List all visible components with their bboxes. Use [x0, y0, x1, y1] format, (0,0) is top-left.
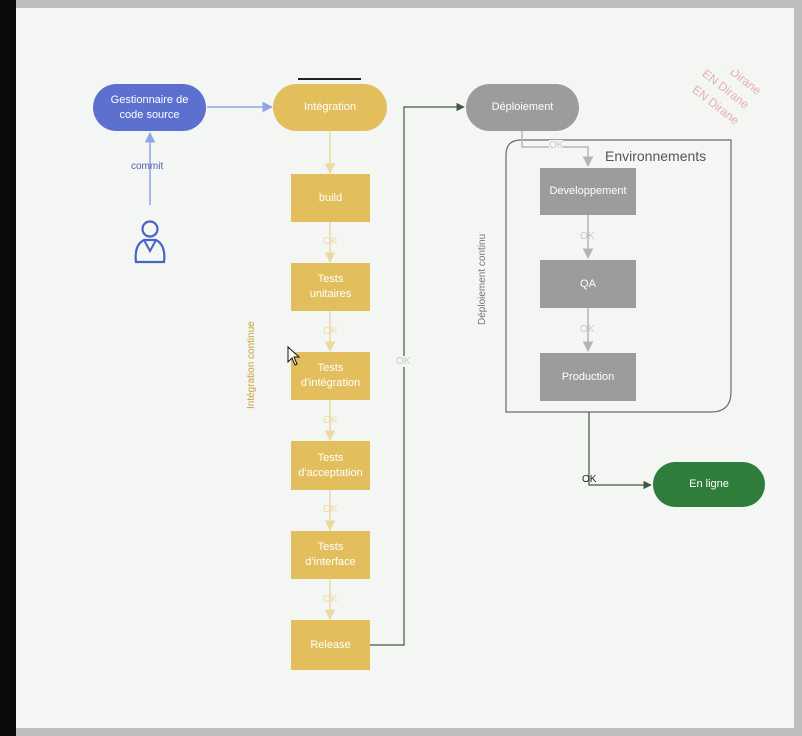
ok-label: OK [323, 236, 338, 247]
online-node: En ligne [653, 462, 765, 507]
source-control-node: Gestionnaire de code source [93, 84, 206, 131]
ci-step-label: Tests d'intégration [300, 362, 361, 389]
user-icon [134, 220, 166, 264]
ci-vertical-label: Intégration continue [246, 321, 257, 409]
arrow-release-deploy [370, 102, 465, 646]
ok-label: OK [582, 474, 597, 485]
ok-label: OK [396, 356, 411, 367]
commit-label: commit [131, 161, 164, 172]
integration-node: Intégration [273, 84, 387, 131]
deployment-node: Déploiement [466, 84, 579, 131]
env-production: Production [540, 353, 636, 401]
watermark: EN Dirane EN Dirane EN Dirane [692, 70, 772, 145]
ci-step-label: Tests d'acceptation [298, 451, 363, 479]
connectors [144, 78, 732, 646]
env-label: Production [561, 370, 615, 383]
left-edge-bar [0, 0, 16, 736]
ok-label: OK [323, 326, 338, 337]
online-label: En ligne [689, 478, 729, 490]
diagram-canvas: Gestionnaire de code source commit Intég… [16, 8, 794, 728]
environments-container [505, 139, 732, 413]
ci-step-build: build [291, 174, 370, 222]
ok-label: OK [323, 504, 338, 515]
ok-label: OK [580, 231, 595, 242]
arrow-env-online [588, 412, 652, 490]
ci-step-unit-tests: Tests unitaires [291, 263, 370, 311]
ci-step-label: Release [310, 638, 351, 651]
ci-step-integration-tests: Tests d'intégration [291, 352, 370, 400]
ok-label: OK [549, 140, 564, 151]
ok-label: OK [580, 324, 595, 335]
env-development: Developpement [540, 168, 636, 215]
ci-step-release: Release [291, 620, 370, 670]
ci-step-acceptance-tests: Tests d'acceptation [291, 441, 370, 490]
deployment-label: Déploiement [491, 101, 554, 113]
ci-step-label: build [318, 191, 343, 204]
ci-step-interface-tests: Tests d'interface [291, 531, 370, 579]
ci-step-label: Tests unitaires [309, 273, 352, 300]
cursor-icon [287, 346, 301, 366]
ok-label: OK [323, 415, 338, 426]
ok-label: OK [323, 594, 338, 605]
integration-label: Intégration [304, 101, 356, 113]
env-qa: QA [540, 260, 636, 308]
environments-title: Environnements [605, 148, 707, 164]
cd-vertical-label: Déploiement continu [477, 233, 488, 325]
env-label: Developpement [549, 185, 627, 197]
source-control-label: Gestionnaire de code source [110, 93, 189, 121]
ci-step-label: Tests d'interface [305, 541, 356, 568]
env-label: QA [580, 277, 596, 290]
